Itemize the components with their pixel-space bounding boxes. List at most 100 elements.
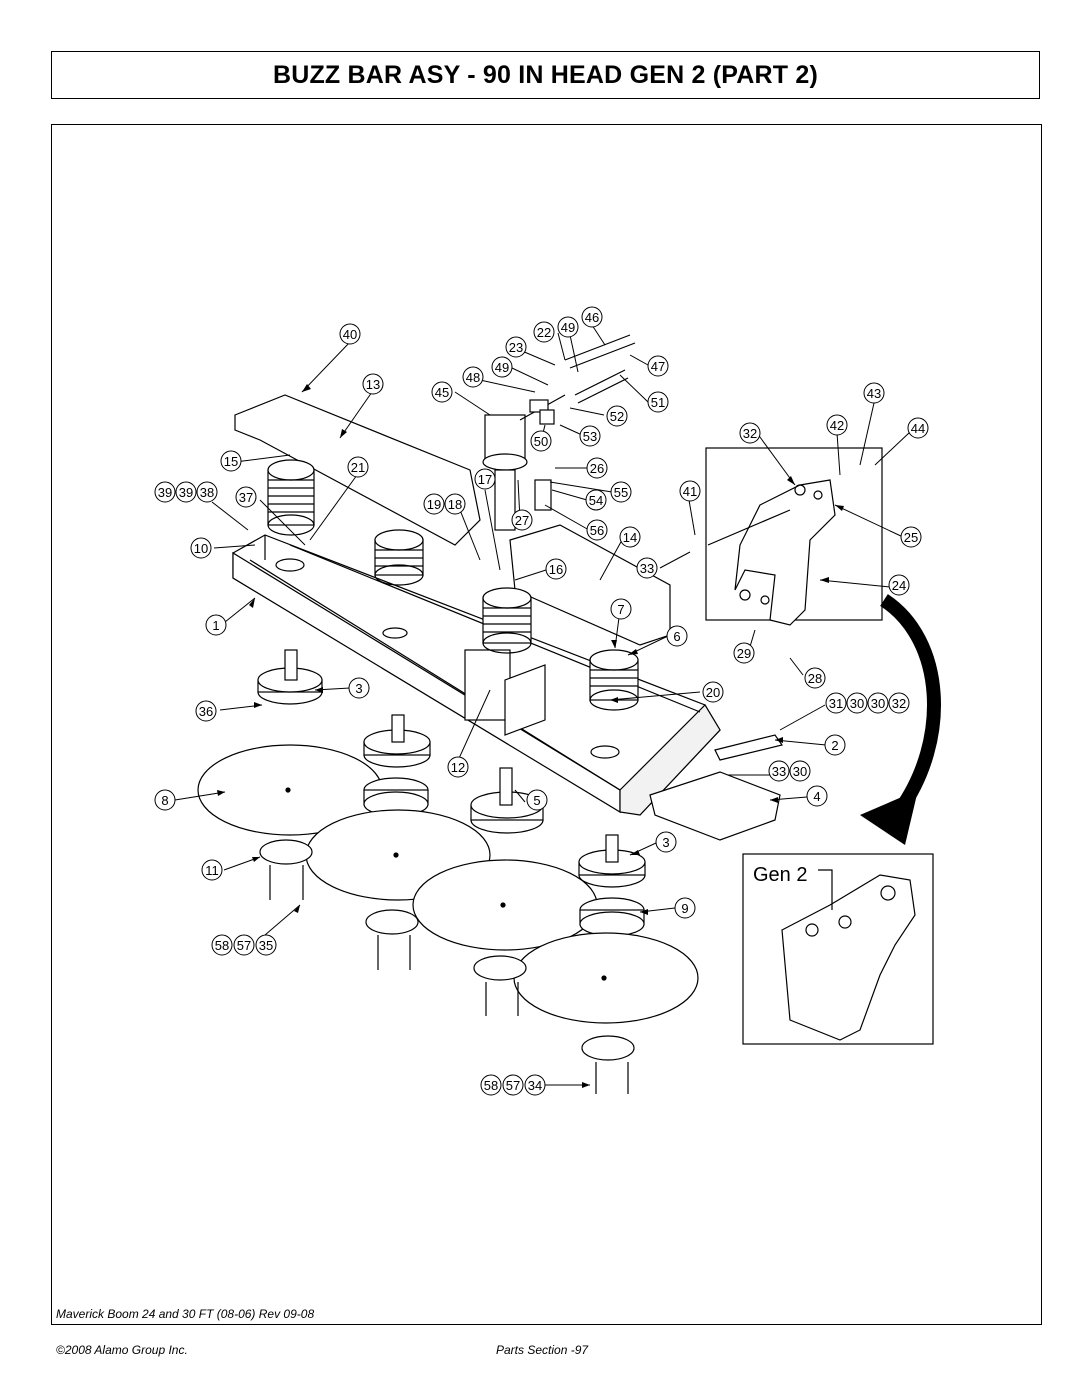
callout-21: 21 <box>351 460 365 475</box>
callout-30c: 30 <box>793 764 807 779</box>
pulley-left <box>267 459 315 536</box>
diagram-frame <box>51 124 1042 1325</box>
drive-hub-right <box>578 834 646 888</box>
bracket-2 <box>714 734 783 761</box>
callout-52: 52 <box>610 409 624 424</box>
title-box: BUZZ BAR ASY - 90 IN HEAD GEN 2 (PART 2) <box>51 51 1040 99</box>
callout-28: 28 <box>808 671 822 686</box>
inset-label: Gen 2 <box>753 864 807 886</box>
callout-20: 20 <box>706 685 720 700</box>
callout-12: 12 <box>451 760 465 775</box>
inset-gen2: Gen 2 <box>742 853 934 1045</box>
callout-3b: 3 <box>662 835 669 850</box>
drive-hub-center <box>363 714 431 768</box>
callout-13: 13 <box>366 377 380 392</box>
callout-49a: 49 <box>561 320 575 335</box>
callout-1: 1 <box>212 618 219 633</box>
callout-22: 22 <box>537 325 551 340</box>
callout-18: 18 <box>448 497 462 512</box>
callout-32a: 32 <box>743 426 757 441</box>
bolt-plate-lower <box>473 955 527 1016</box>
callout-45: 45 <box>435 385 449 400</box>
cutting-disc-4 <box>513 932 699 1024</box>
callout-2: 2 <box>831 738 838 753</box>
callout-circles <box>154 306 929 1096</box>
callout-23: 23 <box>509 340 523 355</box>
callout-33b: 33 <box>772 764 786 779</box>
callout-24: 24 <box>892 578 906 593</box>
callout-40: 40 <box>343 327 357 342</box>
callout-58b: 58 <box>484 1078 498 1093</box>
callout-14: 14 <box>623 530 637 545</box>
callout-43: 43 <box>867 386 881 401</box>
model-footer: Maverick Boom 24 and 30 FT (08-06) Rev 0… <box>56 1307 315 1321</box>
callout-36: 36 <box>199 704 213 719</box>
callout-30b: 30 <box>871 696 885 711</box>
spacer-9 <box>579 897 645 937</box>
callout-56: 56 <box>590 523 604 538</box>
deflector-4 <box>649 771 781 841</box>
copyright-footer: ©2008 Alamo Group Inc. <box>56 1343 188 1357</box>
callout-32b: 32 <box>892 696 906 711</box>
callout-27: 27 <box>515 513 529 528</box>
curved-arrow <box>860 594 941 845</box>
drive-hub-5 <box>470 767 544 834</box>
callout-29: 29 <box>737 646 751 661</box>
page-number-footer: Parts Section -97 <box>496 1343 589 1357</box>
callout-38: 38 <box>200 485 214 500</box>
bolt-plate-34 <box>581 1035 635 1094</box>
callout-17: 17 <box>478 472 492 487</box>
callout-15: 15 <box>224 454 238 469</box>
callout-33a: 33 <box>640 561 654 576</box>
callout-46: 46 <box>585 310 599 325</box>
callout-34: 34 <box>528 1078 542 1093</box>
callout-55: 55 <box>614 485 628 500</box>
bolt-plate-11 <box>259 839 313 900</box>
callout-51: 51 <box>651 395 665 410</box>
callout-10: 10 <box>194 541 208 556</box>
callout-57a: 57 <box>237 938 251 953</box>
callout-3a: 3 <box>355 681 362 696</box>
callout-4: 4 <box>813 789 820 804</box>
callout-58a: 58 <box>215 938 229 953</box>
pulley-center <box>482 587 532 654</box>
callout-44: 44 <box>911 421 925 436</box>
callout-16: 16 <box>549 562 563 577</box>
callout-42: 42 <box>830 418 844 433</box>
callout-11: 11 <box>205 863 219 878</box>
callout-47: 47 <box>651 359 665 374</box>
callout-49b: 49 <box>495 360 509 375</box>
drive-hub-36 <box>257 649 323 705</box>
callout-5: 5 <box>533 793 540 808</box>
pulley-center-left <box>374 529 424 586</box>
callout-39b: 39 <box>179 485 193 500</box>
pulley-right <box>589 649 639 711</box>
bolt-plate-mid <box>365 909 419 970</box>
leader-arrowheads <box>217 384 844 1088</box>
callout-31: 31 <box>829 696 843 711</box>
callout-7: 7 <box>617 602 624 617</box>
hydraulic-motor <box>482 334 636 531</box>
callout-26: 26 <box>590 461 604 476</box>
callout-57b: 57 <box>506 1078 520 1093</box>
callout-30a: 30 <box>850 696 864 711</box>
callout-50: 50 <box>534 434 548 449</box>
callout-41: 41 <box>683 484 697 499</box>
mount-bracket-box <box>705 447 883 626</box>
callout-39a: 39 <box>158 485 172 500</box>
callout-9: 9 <box>681 901 688 916</box>
callout-53: 53 <box>583 429 597 444</box>
cutting-disc-8 <box>197 744 383 836</box>
callout-25: 25 <box>904 530 918 545</box>
page-title: BUZZ BAR ASY - 90 IN HEAD GEN 2 (PART 2) <box>272 60 819 89</box>
spacer-upper-left <box>363 777 429 817</box>
callout-48: 48 <box>466 370 480 385</box>
callout-8: 8 <box>161 793 168 808</box>
callout-54: 54 <box>589 493 603 508</box>
callout-19: 19 <box>427 497 441 512</box>
callout-37: 37 <box>239 490 253 505</box>
cover-plate-14 <box>509 524 671 646</box>
callout-labels: 40 46 22 49 23 49 47 13 45 48 51 43 52 3… <box>158 310 925 1093</box>
callout-35: 35 <box>259 938 273 953</box>
